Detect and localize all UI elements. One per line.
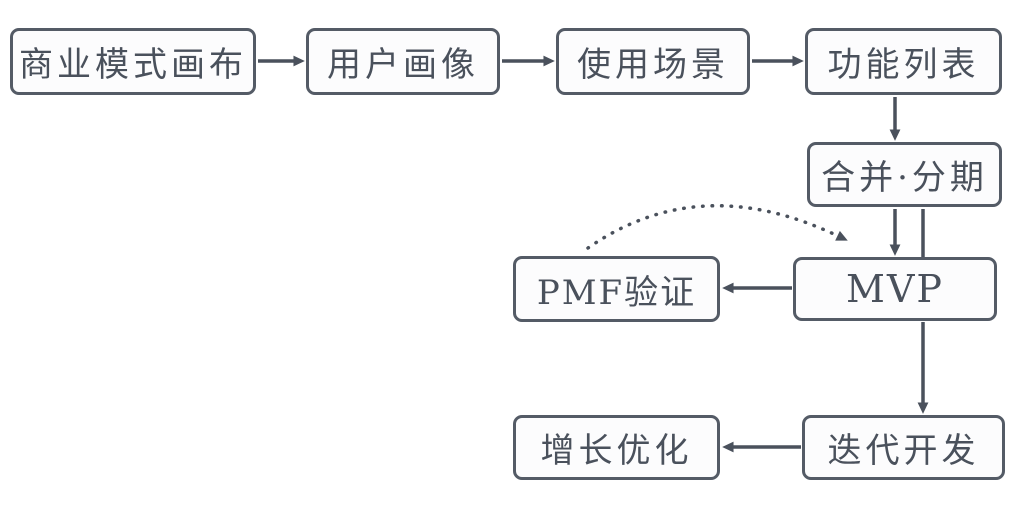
- node-pmf-validation: PMF验证: [513, 256, 720, 322]
- node-business-model-canvas: 商业模式画布: [10, 28, 256, 95]
- node-feature-list: 功能列表: [805, 28, 1002, 95]
- node-mvp: MVP: [793, 257, 997, 321]
- node-user-persona: 用户画像: [306, 28, 500, 95]
- node-merge-phase: 合并·分期: [807, 142, 1002, 207]
- dotted-feedback-arrow-pmf-to-mvp: [586, 204, 848, 250]
- node-growth-optimization: 增长优化: [513, 415, 720, 480]
- node-iterative-development: 迭代开发: [802, 415, 1005, 480]
- node-usage-scenarios: 使用场景: [556, 28, 750, 95]
